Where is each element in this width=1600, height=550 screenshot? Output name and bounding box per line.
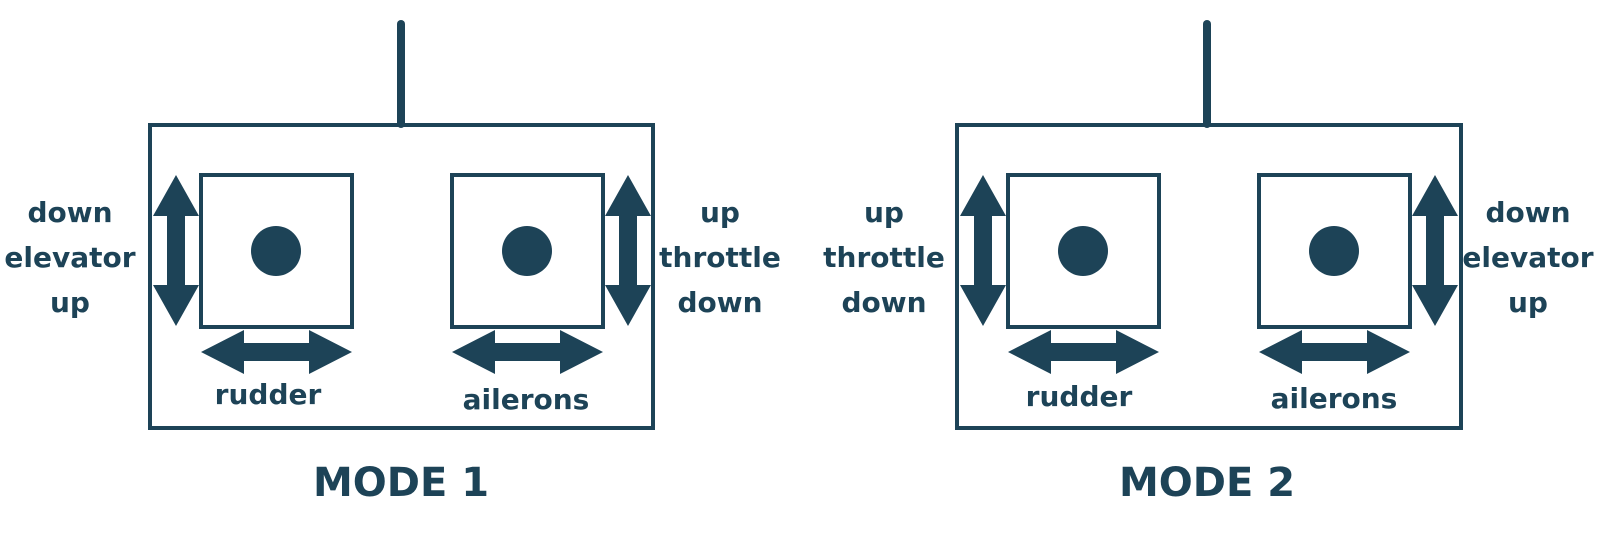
double-arrow-vertical-icon [1412, 175, 1458, 326]
right-side-label-middle: elevator [1462, 241, 1593, 274]
double-arrow-horizontal-icon [452, 330, 603, 374]
mode-title: MODE 1 [313, 460, 489, 506]
right-stick-gimbal [1257, 173, 1412, 329]
right-side-label-bottom: down [677, 286, 762, 319]
left-side-label-top: down [27, 196, 112, 229]
right-stick-axis-label: ailerons [1271, 382, 1398, 415]
left-stick-axis-label: rudder [215, 378, 322, 411]
right-side-label-top: down [1485, 196, 1570, 229]
mode-2-panel: up throttle down down elevator up rudder… [823, 20, 1594, 506]
left-stick-axis-label: rudder [1026, 380, 1133, 413]
right-stick-gimbal [450, 173, 605, 329]
double-arrow-horizontal-icon [201, 330, 352, 374]
double-arrow-vertical-icon [153, 175, 199, 326]
right-side-label-bottom: up [1508, 286, 1548, 319]
double-arrow-vertical-icon [960, 175, 1006, 326]
stick-dot-icon [1309, 226, 1359, 276]
left-side-label-middle: elevator [4, 241, 135, 274]
left-side-label-top: up [864, 196, 904, 229]
double-arrow-horizontal-icon [1008, 330, 1159, 374]
mode-title: MODE 2 [1119, 460, 1295, 506]
left-stick-gimbal [1006, 173, 1161, 329]
stick-dot-icon [251, 226, 301, 276]
mode-1-panel: down elevator up up throttle down rudder… [4, 20, 781, 506]
double-arrow-vertical-icon [605, 175, 651, 326]
stick-dot-icon [1058, 226, 1108, 276]
double-arrow-horizontal-icon [1259, 330, 1410, 374]
left-side-label-middle: throttle [823, 241, 945, 274]
left-stick-gimbal [199, 173, 354, 329]
transmitter-body [955, 123, 1463, 430]
left-side-label-bottom: down [841, 286, 926, 319]
right-side-label-top: up [700, 196, 740, 229]
transmitter-body [148, 123, 655, 430]
right-stick-axis-label: ailerons [463, 383, 590, 416]
right-side-label-middle: throttle [659, 241, 781, 274]
left-side-label-bottom: up [50, 286, 90, 319]
stick-dot-icon [502, 226, 552, 276]
